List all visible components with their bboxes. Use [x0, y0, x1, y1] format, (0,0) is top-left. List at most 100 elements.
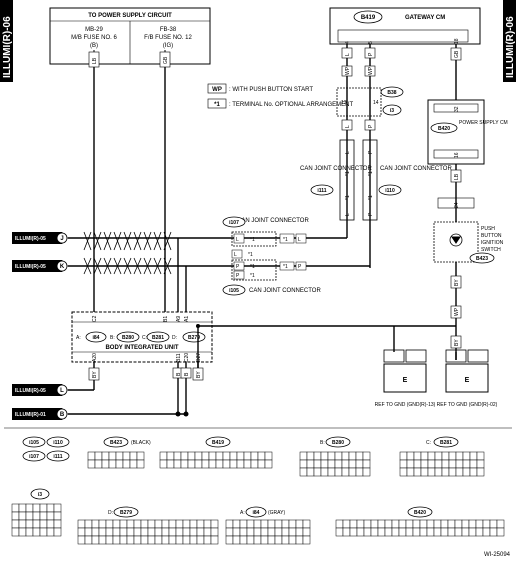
- svg-text:B:: B:: [110, 335, 115, 341]
- pin-cell: [140, 527, 149, 537]
- pbis-line2: BUTTON: [481, 233, 502, 239]
- pin-cell: [482, 519, 491, 529]
- pin-cell: [257, 451, 266, 461]
- pin-cell: [208, 459, 217, 469]
- pin-cell: [91, 527, 100, 537]
- pin-cell: [46, 519, 55, 529]
- pin-cell: [133, 519, 142, 529]
- pin-cell: [355, 467, 364, 477]
- can-joint-top-codes: L *1 P *1 *1 L *1 P: [345, 150, 374, 216]
- biu-pin-c20: C20: [184, 353, 190, 362]
- ground-right-e: E: [465, 377, 470, 384]
- pin-cell: [399, 451, 408, 461]
- pin-cell: [302, 519, 311, 529]
- pin-cell: [342, 519, 351, 529]
- pin-cell: [455, 467, 464, 477]
- svg-text:i84: i84: [93, 335, 100, 341]
- twist-mark: [133, 231, 142, 251]
- pin-cell: [288, 535, 297, 545]
- svg-text:*1: *1: [248, 252, 253, 258]
- pin-cell: [461, 519, 470, 529]
- pin-cell: [334, 451, 343, 461]
- svg-text:B: B: [60, 412, 65, 418]
- pins-b280: [299, 451, 371, 477]
- pin-cell: [356, 519, 365, 529]
- pin-cell: [94, 459, 103, 469]
- svg-text:*1: *1: [250, 264, 255, 270]
- pin-cell: [239, 519, 248, 529]
- svg-text:i107: i107: [29, 454, 39, 460]
- pin-cell: [334, 467, 343, 477]
- svg-text:ILLUMI(R)-05: ILLUMI(R)-05: [15, 264, 46, 270]
- pin-cell: [32, 527, 41, 537]
- pins-b419: [159, 451, 273, 469]
- pin-cell: [327, 459, 336, 469]
- pbis-pin-24: 24: [454, 202, 460, 208]
- pin-cell: [461, 527, 470, 537]
- svg-text:L: L: [234, 252, 237, 258]
- svg-text:GB: GB: [454, 50, 460, 58]
- pin-cell: [91, 535, 100, 545]
- pin-cell: [236, 451, 245, 461]
- pin-cell: [448, 467, 457, 477]
- pin-cell: [46, 511, 55, 521]
- pin-cell: [454, 527, 463, 537]
- pin-cell: [420, 467, 429, 477]
- pin-cell: [281, 519, 290, 529]
- pin-cell: [129, 451, 138, 461]
- twist-mark: [133, 257, 142, 275]
- pin-cell: [53, 511, 62, 521]
- pin-cell: [161, 535, 170, 545]
- pin-cell: [327, 467, 336, 477]
- pin-cell: [84, 519, 93, 529]
- svg-text:BY: BY: [92, 371, 98, 378]
- pin-cell: [313, 451, 322, 461]
- svg-text:P: P: [236, 273, 240, 279]
- pin-cell: [469, 467, 478, 477]
- pin-cell: [147, 519, 156, 529]
- pin-cell: [243, 459, 252, 469]
- twist-mark: [83, 231, 92, 251]
- pin-cell: [168, 519, 177, 529]
- pin-cell: [187, 459, 196, 469]
- pin-cell: [434, 451, 443, 461]
- gateway-wire-codes: L P GB: [341, 47, 462, 61]
- svg-text:BY: BY: [454, 279, 460, 286]
- connector-b279-label: D: B279: [108, 506, 139, 518]
- pin-cell: [203, 527, 212, 537]
- twist-mark: [153, 231, 162, 251]
- pin-cell: [154, 519, 163, 529]
- pin-cell: [440, 527, 449, 537]
- b38-joint: [336, 87, 382, 117]
- pin-cell: [189, 519, 198, 529]
- pin-cell: [147, 535, 156, 545]
- pin-cell: [32, 519, 41, 529]
- pin-cell: [210, 535, 219, 545]
- gateway-tag: B419: [353, 10, 383, 24]
- connector-b419-label: B419: [205, 436, 231, 448]
- biu-pin-c2: C2: [92, 315, 98, 322]
- svg-text:i110: i110: [385, 188, 395, 194]
- twist-mark: [163, 257, 172, 275]
- pins-i84: [225, 519, 311, 545]
- twist-mark: [163, 231, 172, 251]
- pin-cell: [105, 527, 114, 537]
- i107-left-codes: L *1: [231, 249, 253, 259]
- pin-cell: [194, 451, 203, 461]
- svg-text:B: B: [176, 372, 182, 376]
- pin-cell: [91, 519, 100, 529]
- side-label-right: ILLUMI(R)-06: [503, 0, 516, 82]
- biu-pin-a20: A20: [92, 353, 98, 362]
- pin-cell: [39, 527, 48, 537]
- twist-mark: [153, 257, 162, 275]
- pin-cell: [370, 527, 379, 537]
- power-supply-title: TO POWER SUPPLY CIRCUIT: [88, 13, 172, 19]
- svg-text:B423: B423: [476, 256, 488, 262]
- pin-cell: [406, 451, 415, 461]
- pin-cell: [112, 535, 121, 545]
- pin-cell: [356, 527, 365, 537]
- pin-cell: [201, 451, 210, 461]
- svg-text:LB: LB: [92, 57, 98, 64]
- ground-left-e: E: [403, 377, 408, 384]
